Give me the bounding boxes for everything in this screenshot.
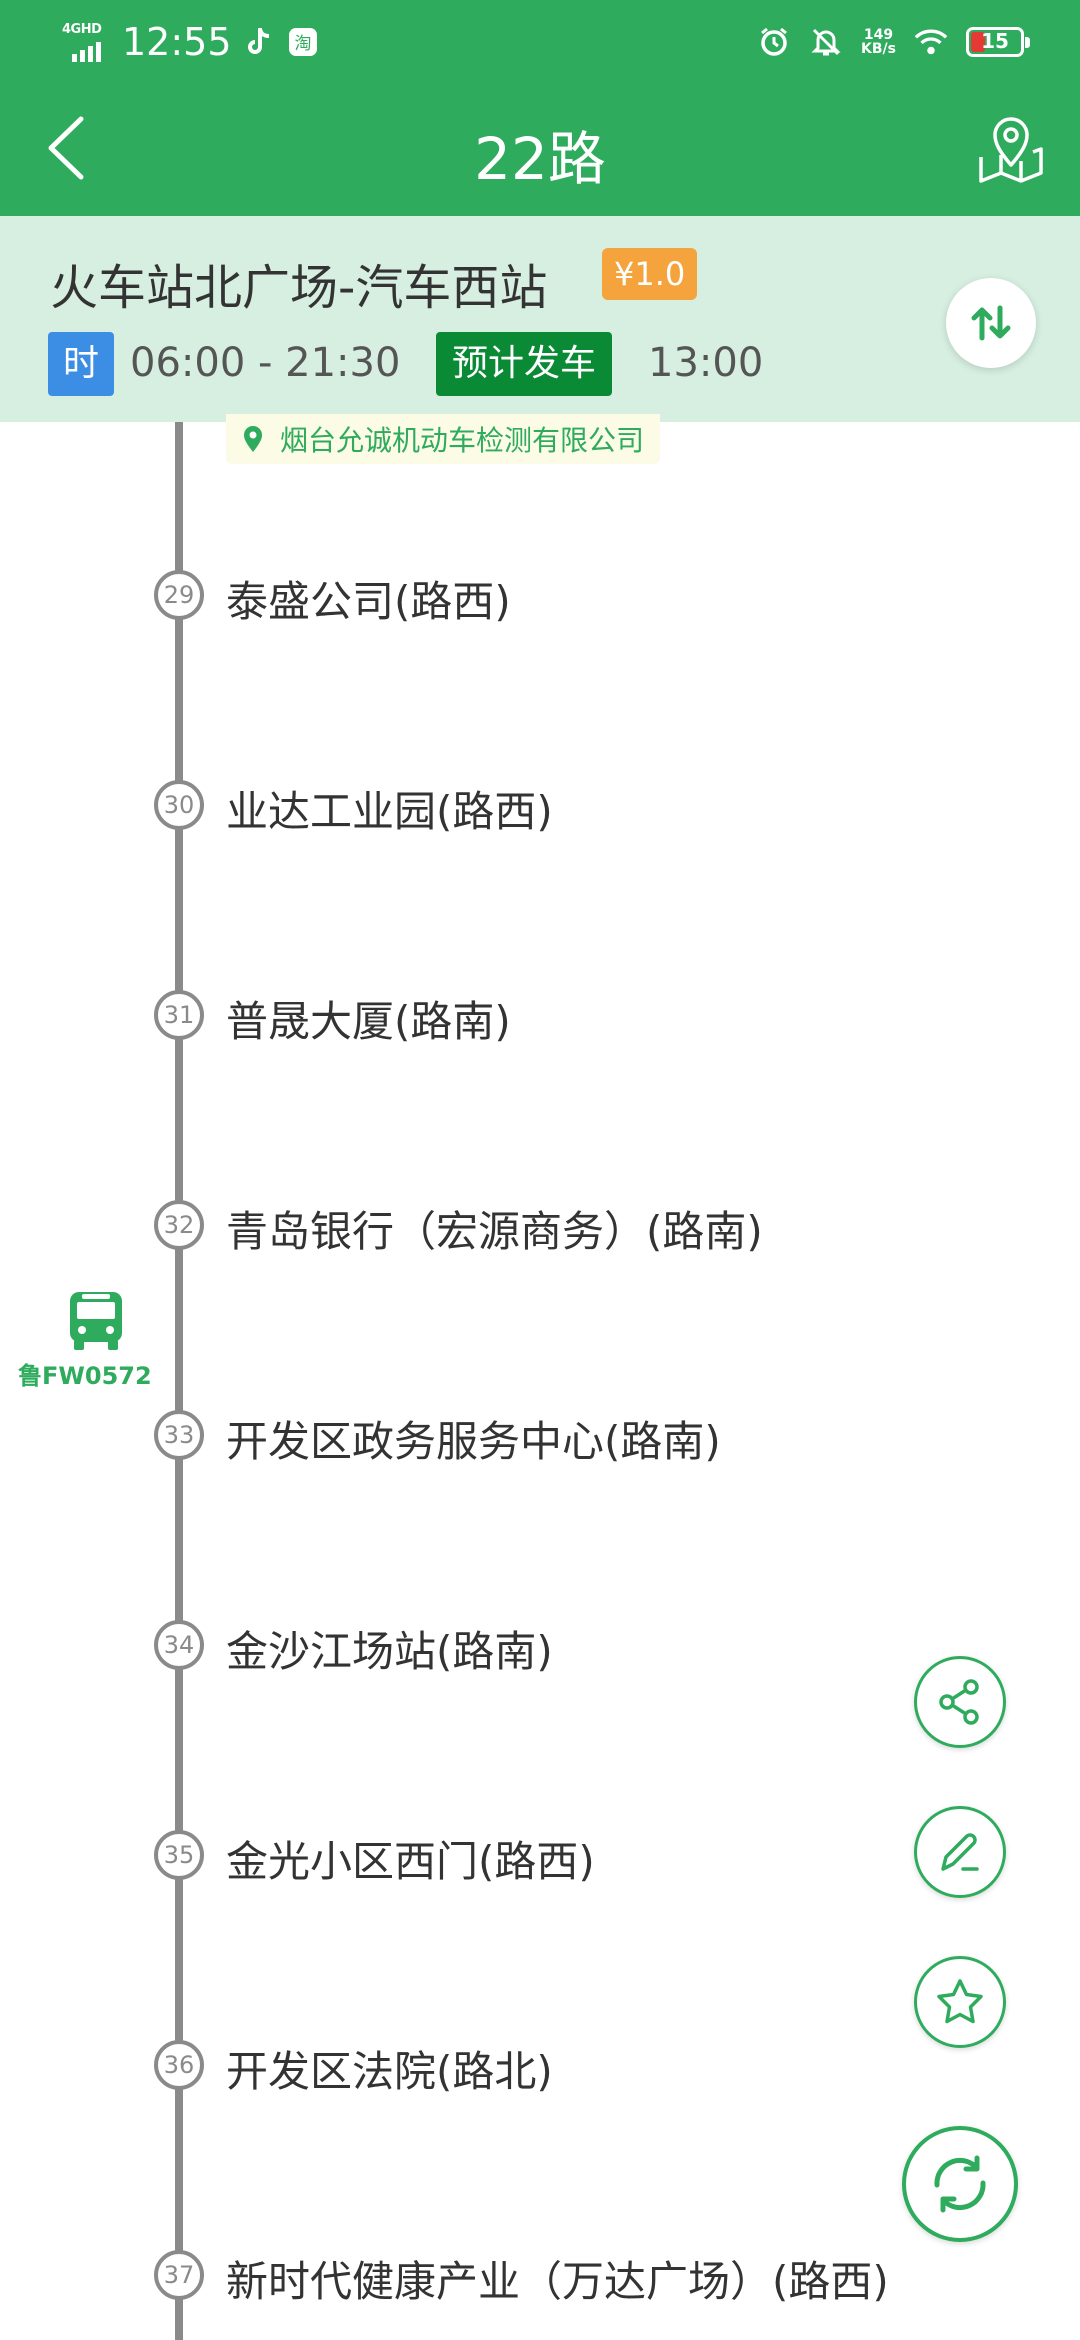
departure-time: 13:00 [648,340,764,386]
stop-number: 34 [154,1620,204,1670]
stop-item[interactable]: 34 金沙江场站(路南) [0,1604,1080,1684]
battery-level: 15 [981,29,1009,53]
stop-item[interactable]: 30 业达工业园(路西) [0,764,1080,844]
speed-unit: KB/s [861,41,896,57]
favorite-button[interactable] [914,1956,1006,2048]
status-right: 149 KB/s 15 [757,18,1030,66]
stop-item[interactable]: 29 泰盛公司(路西) [0,554,1080,634]
map-icon [979,117,1043,183]
stop-number: 35 [154,1830,204,1880]
poi-name: 烟台允诚机动车检测有限公司 [280,424,645,457]
stop-number: 37 [154,2250,204,2300]
svg-text:淘: 淘 [294,34,311,54]
taobao-icon: 淘 [286,25,320,59]
map-button[interactable] [966,104,1056,194]
stop-number: 29 [154,570,204,620]
swap-icon [971,305,1011,341]
bus-plate: 鲁FW0572 [18,1362,152,1390]
wifi-icon [914,25,948,59]
fare-badge: ¥1.0 [602,248,698,300]
tiktok-icon [242,25,276,59]
stop-name: 开发区法院(路北) [226,2047,553,2096]
net-speed: 149 KB/s [861,28,896,56]
network-type: 4GHD [62,22,102,37]
route-line [175,422,183,2340]
stop-item[interactable]: 31 普晟大厦(路南) [0,974,1080,1054]
stop-item[interactable]: 36 开发区法院(路北) [0,2024,1080,2104]
bus-marker[interactable]: 鲁FW0572 [12,1290,182,1390]
operating-hours: 06:00 - 21:30 [130,340,401,386]
stop-item[interactable]: 37 新时代健康产业（万达广场）(路西) [0,2234,1080,2314]
stop-name: 金沙江场站(路南) [226,1627,553,1676]
status-bar: 4GHD 12:55 淘 149 KB/s [0,0,1080,82]
share-button[interactable] [914,1656,1006,1748]
stop-number: 31 [154,990,204,1040]
nearby-poi: 烟台允诚机动车检测有限公司 [226,414,661,464]
departure-label: 预计发车 [436,332,613,396]
edit-button[interactable] [914,1806,1006,1898]
stop-name: 普晟大厦(路南) [226,997,511,1046]
stop-item[interactable]: 35 金光小区西门(路西) [0,1814,1080,1894]
stop-name: 泰盛公司(路西) [226,577,511,626]
stop-number: 32 [154,1200,204,1250]
stop-name: 金光小区西门(路西) [226,1837,595,1886]
page-title: 22路 [474,125,606,193]
stop-item[interactable]: 32 青岛银行（宏源商务）(路南) [0,1184,1080,1264]
status-left: 4GHD 12:55 淘 [62,18,320,66]
stop-name: 业达工业园(路西) [226,787,553,836]
stop-number: 36 [154,2040,204,2090]
bus-icon [70,1292,122,1350]
time-tag: 时 [48,332,114,396]
mute-icon [809,25,843,59]
stop-number: 33 [154,1410,204,1460]
share-icon [939,1679,979,1725]
alarm-icon [757,25,791,59]
location-pin-icon [244,426,262,452]
back-icon [48,116,84,180]
nav-bar: 22路 [0,82,1080,216]
stop-item[interactable]: 33 开发区政务服务中心(路南) [0,1394,1080,1474]
stop-number: 30 [154,780,204,830]
speed-value: 149 [863,27,894,43]
clock: 12:55 [122,20,232,64]
stop-name: 开发区政务服务中心(路南) [226,1417,721,1466]
route-name: 火车站北广场-汽车西站 [50,260,548,316]
back-button[interactable] [30,110,100,186]
signal-icon: 4GHD [62,20,112,64]
top-bar: 4GHD 12:55 淘 149 KB/s [0,0,1080,216]
refresh-button[interactable] [902,2126,1018,2242]
edit-icon [941,1833,979,1871]
star-icon [937,1979,983,2024]
battery-icon: 15 [966,27,1030,57]
refresh-icon [934,2155,986,2213]
swap-direction-button[interactable] [946,278,1036,368]
stop-name: 新时代健康产业（万达广场）(路西) [226,2257,889,2306]
route-header: 火车站北广场-汽车西站 ¥1.0 时 06:00 - 21:30 预计发车 13… [0,216,1080,422]
stop-name: 青岛银行（宏源商务）(路南) [226,1207,763,1256]
